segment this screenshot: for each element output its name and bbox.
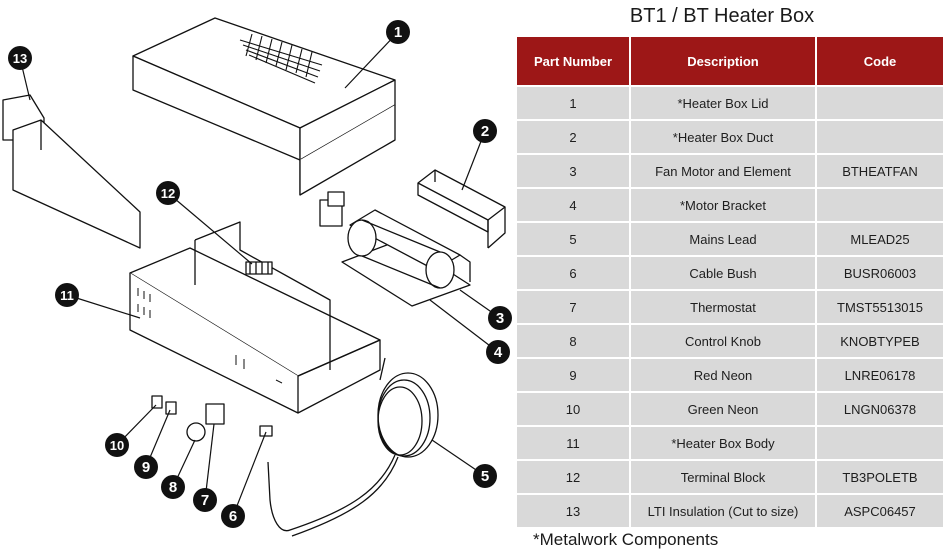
part-terminal-block	[245, 261, 273, 275]
cell-description: *Motor Bracket	[631, 187, 817, 221]
cell-description: Red Neon	[631, 357, 817, 391]
svg-text:1: 1	[394, 24, 402, 41]
svg-text:13: 13	[13, 51, 27, 66]
cell-part: 11	[517, 425, 631, 459]
cell-code: LNGN06378	[817, 391, 943, 425]
svg-text:12: 12	[161, 186, 175, 201]
cell-code: TB3POLETB	[817, 459, 943, 493]
page-title: BT1 / BT Heater Box	[629, 5, 815, 27]
cell-description: Control Knob	[631, 323, 817, 357]
part-small-components	[151, 395, 273, 442]
cell-part: 13	[517, 493, 631, 527]
exploded-diagram: 1 2 3 4 5 6 7 8 9 10 11 12 13	[2, 17, 512, 537]
cell-description: Terminal Block	[631, 459, 817, 493]
cell-part: 12	[517, 459, 631, 493]
cell-code: ASPC06457	[817, 493, 943, 527]
svg-text:4: 4	[494, 344, 503, 361]
cell-description: Mains Lead	[631, 221, 817, 255]
cell-code	[817, 119, 943, 153]
cell-code	[817, 85, 943, 119]
svg-text:5: 5	[481, 468, 489, 485]
table-row: 2*Heater Box Duct	[517, 119, 943, 153]
callout-8: 8	[161, 475, 185, 499]
cell-description: LTI Insulation (Cut to size)	[631, 493, 817, 527]
callout-2: 2	[473, 119, 497, 143]
cell-part: 9	[517, 357, 631, 391]
svg-text:9: 9	[142, 459, 150, 476]
cell-description: Cable Bush	[631, 255, 817, 289]
cell-description: *Heater Box Duct	[631, 119, 817, 153]
table-row: 11*Heater Box Body	[517, 425, 943, 459]
cell-description: *Heater Box Body	[631, 425, 817, 459]
part-heater-box-duct	[417, 169, 506, 249]
cell-code: MLEAD25	[817, 221, 943, 255]
cell-code: TMST5513015	[817, 289, 943, 323]
part-heater-box-lid	[132, 17, 396, 196]
cell-part: 2	[517, 119, 631, 153]
cell-code: LNRE06178	[817, 357, 943, 391]
table-header-row: Part Number Description Code	[517, 37, 943, 85]
part-insulation	[2, 94, 141, 249]
svg-text:7: 7	[201, 492, 209, 509]
header-code: Code	[817, 37, 943, 85]
cell-code	[817, 187, 943, 221]
cell-code	[817, 425, 943, 459]
cell-part: 10	[517, 391, 631, 425]
cell-part: 7	[517, 289, 631, 323]
cell-part: 3	[517, 153, 631, 187]
table-row: 4*Motor Bracket	[517, 187, 943, 221]
callout-9: 9	[134, 455, 158, 479]
part-fan-motor	[319, 191, 471, 307]
cell-part: 8	[517, 323, 631, 357]
cell-part: 5	[517, 221, 631, 255]
cell-code: BTHEATFAN	[817, 153, 943, 187]
footnote: *Metalwork Components	[533, 530, 719, 549]
cell-code: BUSR06003	[817, 255, 943, 289]
cell-code: KNOBTYPEB	[817, 323, 943, 357]
cell-part: 6	[517, 255, 631, 289]
header-description: Description	[631, 37, 817, 85]
cell-description: Fan Motor and Element	[631, 153, 817, 187]
callout-7: 7	[193, 488, 217, 512]
cell-part: 4	[517, 187, 631, 221]
callout-13: 13	[8, 46, 32, 70]
header-part-number: Part Number	[517, 37, 631, 85]
callout-12: 12	[156, 181, 180, 205]
callout-10: 10	[105, 433, 129, 457]
callout-1: 1	[386, 20, 410, 44]
callout-6: 6	[221, 504, 245, 528]
cell-part: 1	[517, 85, 631, 119]
callout-3: 3	[488, 306, 512, 330]
callout-5: 5	[473, 464, 497, 488]
cell-description: *Heater Box Lid	[631, 85, 817, 119]
svg-text:3: 3	[496, 310, 504, 327]
cell-description: Green Neon	[631, 391, 817, 425]
svg-text:10: 10	[110, 438, 124, 453]
callout-11: 11	[55, 283, 79, 307]
svg-text:11: 11	[60, 288, 74, 303]
callout-4: 4	[486, 340, 510, 364]
table-row: 1*Heater Box Lid	[517, 85, 943, 119]
svg-text:8: 8	[169, 479, 177, 496]
part-mains-lead	[267, 357, 439, 537]
cell-description: Thermostat	[631, 289, 817, 323]
part-heater-box-body	[129, 221, 381, 414]
parts-table: Part Number Description Code 1*Heater Bo…	[517, 37, 943, 527]
svg-text:6: 6	[229, 508, 237, 525]
svg-text:2: 2	[481, 123, 489, 140]
